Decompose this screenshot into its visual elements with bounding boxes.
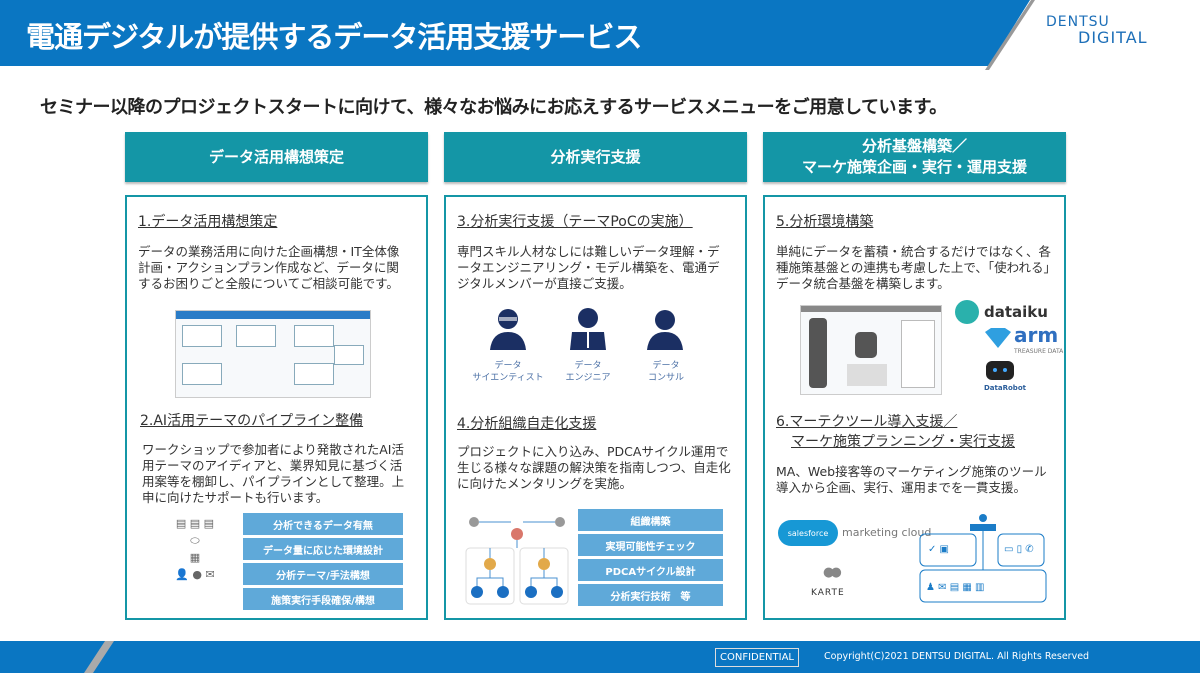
svg-text:♟ ✉ ▤ ▦ ▥: ♟ ✉ ▤ ▦ ▥ [926,582,984,593]
item-theme-method: 分析テーマ/手法構想 [243,563,403,585]
role-l1: データ [574,361,602,371]
data-platform-diagram [800,305,942,395]
item-analysis-technique: 分析実行技術 等 [578,584,723,606]
dataiku-logo: dataiku [984,303,1048,321]
item-environment-design: データ量に応じた環境設計 [243,538,403,560]
data-consultant-icon [647,310,683,350]
role-label-scientist: データサイエンティスト [470,360,546,384]
data-flow-icons: ▤ ▤ ▤⬭▦👤 ● ✉ [175,517,215,581]
treasure-data-gem-icon [985,328,1011,348]
arm-logo: arm [1014,323,1059,347]
section-6-title-1: 6.マーテクツール導入支援／ [776,414,958,430]
section-1-text: データの業務活用に向けた企画構想・IT全体像計画・アクションプラン作成など、デー… [138,244,400,291]
header-bar [0,0,1030,66]
dataiku-logo-icon [955,300,979,324]
subtitle: セミナー以降のプロジェクトスタートに向けて、様々なお悩みにお応えするサービスメニ… [40,97,947,118]
page-title: 電通デジタルが提供するデータ活用支援サービス [26,20,642,54]
category-data-strategy: データ活用構想策定 [125,132,428,182]
role-l2: エンジニア [565,373,611,383]
karte-face-icon: ● ● [823,565,842,580]
logo-line2: DIGITAL [1078,28,1148,47]
datarobot-robot-icon [986,361,1014,380]
marketing-flow-diagram: ✓ ▣ ▭ ▯ ✆ ♟ ✉ ▤ ▦ ▥ [919,514,1047,603]
svg-text:✓ ▣: ✓ ▣ [928,544,949,555]
marketing-cloud-label: marketing cloud [842,526,932,539]
item-execution-means: 施策実行手段確保/構想 [243,588,403,610]
role-label-engineer: データエンジニア [550,360,626,384]
footer-bar [0,641,1200,673]
section-5-title: 5.分析環境構築 [776,214,874,230]
section-6-title-2: マーケ施策プランニング・実行支援 [791,434,1015,450]
role-l2: サイエンティスト [472,373,544,383]
section-3-title: 3.分析実行支援（テーマPoCの実施） [457,214,693,230]
section-2-title: 2.AI活用テーマのパイプライン整備 [140,413,364,429]
roadmap-diagram [175,310,371,398]
data-engineer-icon [570,308,606,350]
item-data-availability: 分析できるデータ有無 [243,513,403,535]
section-5-text: 単純にデータを蓄積・統合するだけではなく、各種施策基盤との連携も考慮した上で、「… [776,244,1057,291]
svg-text:▭ ▯ ✆: ▭ ▯ ✆ [1004,544,1034,555]
confidential-badge: CONFIDENTIAL [715,648,800,667]
role-l1: データ [652,361,680,371]
item-feasibility-check: 実現可能性チェック [578,534,723,556]
role-label-consultant: データコンサル [628,360,704,384]
copyright: Copyright(C)2021 DENTSU DIGITAL. All Rig… [824,651,1090,662]
section-4-title: 4.分析組織自走化支援 [457,416,597,432]
role-l1: データ [494,361,522,371]
section-6-text: MA、Web接客等のマーケティング施策のツール導入から企画、実行、運用までを一貫… [776,464,1047,495]
logo-line1: DENTSU [1046,14,1110,30]
category-analysis-support: 分析実行支援 [444,132,747,182]
item-org-building: 組織構築 [578,509,723,531]
datarobot-logo: DataRobot [984,384,1026,392]
treasure-data-label: TREASURE DATA [1014,348,1064,355]
section-2-text: ワークショップで参加者により発散されたAI活用テーマのアイディアと、業界知見に基… [142,442,405,505]
section-4-text: プロジェクトに入り込み、PDCAサイクル運用で生じる様々な課題の解決策を指南しつ… [457,444,731,491]
column-3 [763,195,1066,620]
section-3-text: 専門スキル人材なしには難しいデータ理解・データエンジニアリング・モデル構築を、電… [457,244,720,291]
role-l2: コンサル [647,373,684,383]
org-chart-diagram [465,517,569,605]
karte-logo: KARTE [811,588,845,598]
salesforce-logo: salesforce [778,520,838,546]
data-scientist-icon [490,309,526,350]
category-platform-marketing: 分析基盤構築／ マーケ施策企画・実行・運用支援 [763,132,1066,182]
item-pdca-design: PDCAサイクル設計 [578,559,723,581]
section-1-title: 1.データ活用構想策定 [138,214,278,230]
